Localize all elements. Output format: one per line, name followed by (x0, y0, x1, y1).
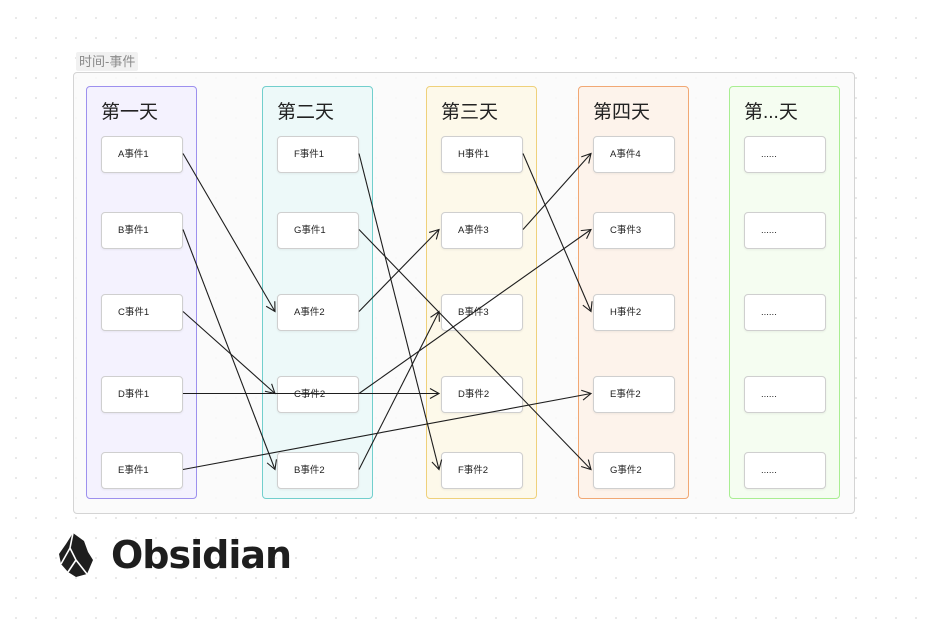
obsidian-logo-icon (59, 532, 93, 577)
event-card-label: G事件1 (294, 225, 326, 236)
event-card[interactable]: G事件2 (593, 452, 675, 489)
event-card[interactable]: G事件1 (277, 212, 359, 249)
event-card[interactable]: D事件1 (101, 376, 183, 413)
day-title: 第二天 (277, 102, 335, 123)
event-card[interactable]: B事件3 (441, 294, 523, 331)
day-title: 第四天 (593, 102, 651, 123)
group-label[interactable]: 时间-事件 (76, 52, 139, 71)
brand-name: Obsidian (111, 533, 292, 577)
event-card[interactable]: D事件2 (441, 376, 523, 413)
event-card-label: H事件1 (458, 149, 490, 160)
event-card-label: ...... (761, 307, 777, 318)
event-card-label: A事件1 (118, 149, 149, 160)
event-card[interactable]: ...... (744, 452, 826, 489)
event-card-label: G事件2 (610, 465, 642, 476)
event-card-label: ...... (761, 225, 777, 236)
event-card-label: C事件2 (294, 389, 326, 400)
event-card[interactable]: E事件1 (101, 452, 183, 489)
brand: Obsidian (58, 531, 292, 579)
event-card-label: A事件2 (294, 307, 325, 318)
event-card[interactable]: H事件2 (593, 294, 675, 331)
event-card-label: ...... (761, 465, 777, 476)
day-title: 第三天 (441, 102, 499, 123)
event-card[interactable]: C事件3 (593, 212, 675, 249)
event-card[interactable]: F事件1 (277, 136, 359, 173)
event-card-label: B事件2 (294, 465, 325, 476)
event-card[interactable]: ...... (744, 376, 826, 413)
event-card-label: D事件2 (458, 389, 490, 400)
event-card[interactable]: A事件2 (277, 294, 359, 331)
event-card[interactable]: A事件1 (101, 136, 183, 173)
event-card-label: ...... (761, 389, 777, 400)
event-card-label: A事件3 (458, 225, 489, 236)
day-column[interactable]: 第...天.............................. (729, 86, 840, 499)
event-card-label: E事件2 (610, 389, 641, 400)
event-card[interactable]: C事件2 (277, 376, 359, 413)
event-card[interactable]: ...... (744, 136, 826, 173)
event-card-label: F事件1 (294, 149, 325, 160)
event-card[interactable]: A事件4 (593, 136, 675, 173)
event-card-label: H事件2 (610, 307, 642, 318)
event-card-label: C事件1 (118, 307, 150, 318)
event-card-label: E事件1 (118, 465, 149, 476)
event-card-label: B事件1 (118, 225, 149, 236)
event-card[interactable]: ...... (744, 294, 826, 331)
event-card[interactable]: B事件1 (101, 212, 183, 249)
event-card[interactable]: A事件3 (441, 212, 523, 249)
event-card-label: C事件3 (610, 225, 642, 236)
event-card-label: F事件2 (458, 465, 489, 476)
event-card[interactable]: ...... (744, 212, 826, 249)
event-card-label: ...... (761, 149, 777, 160)
event-card[interactable]: C事件1 (101, 294, 183, 331)
event-card[interactable]: E事件2 (593, 376, 675, 413)
event-card-label: D事件1 (118, 389, 150, 400)
day-title: 第一天 (101, 102, 159, 123)
event-card-label: B事件3 (458, 307, 489, 318)
event-card[interactable]: H事件1 (441, 136, 523, 173)
day-title: 第...天 (744, 102, 798, 123)
event-card[interactable]: F事件2 (441, 452, 523, 489)
event-card[interactable]: B事件2 (277, 452, 359, 489)
event-card-label: A事件4 (610, 149, 641, 160)
